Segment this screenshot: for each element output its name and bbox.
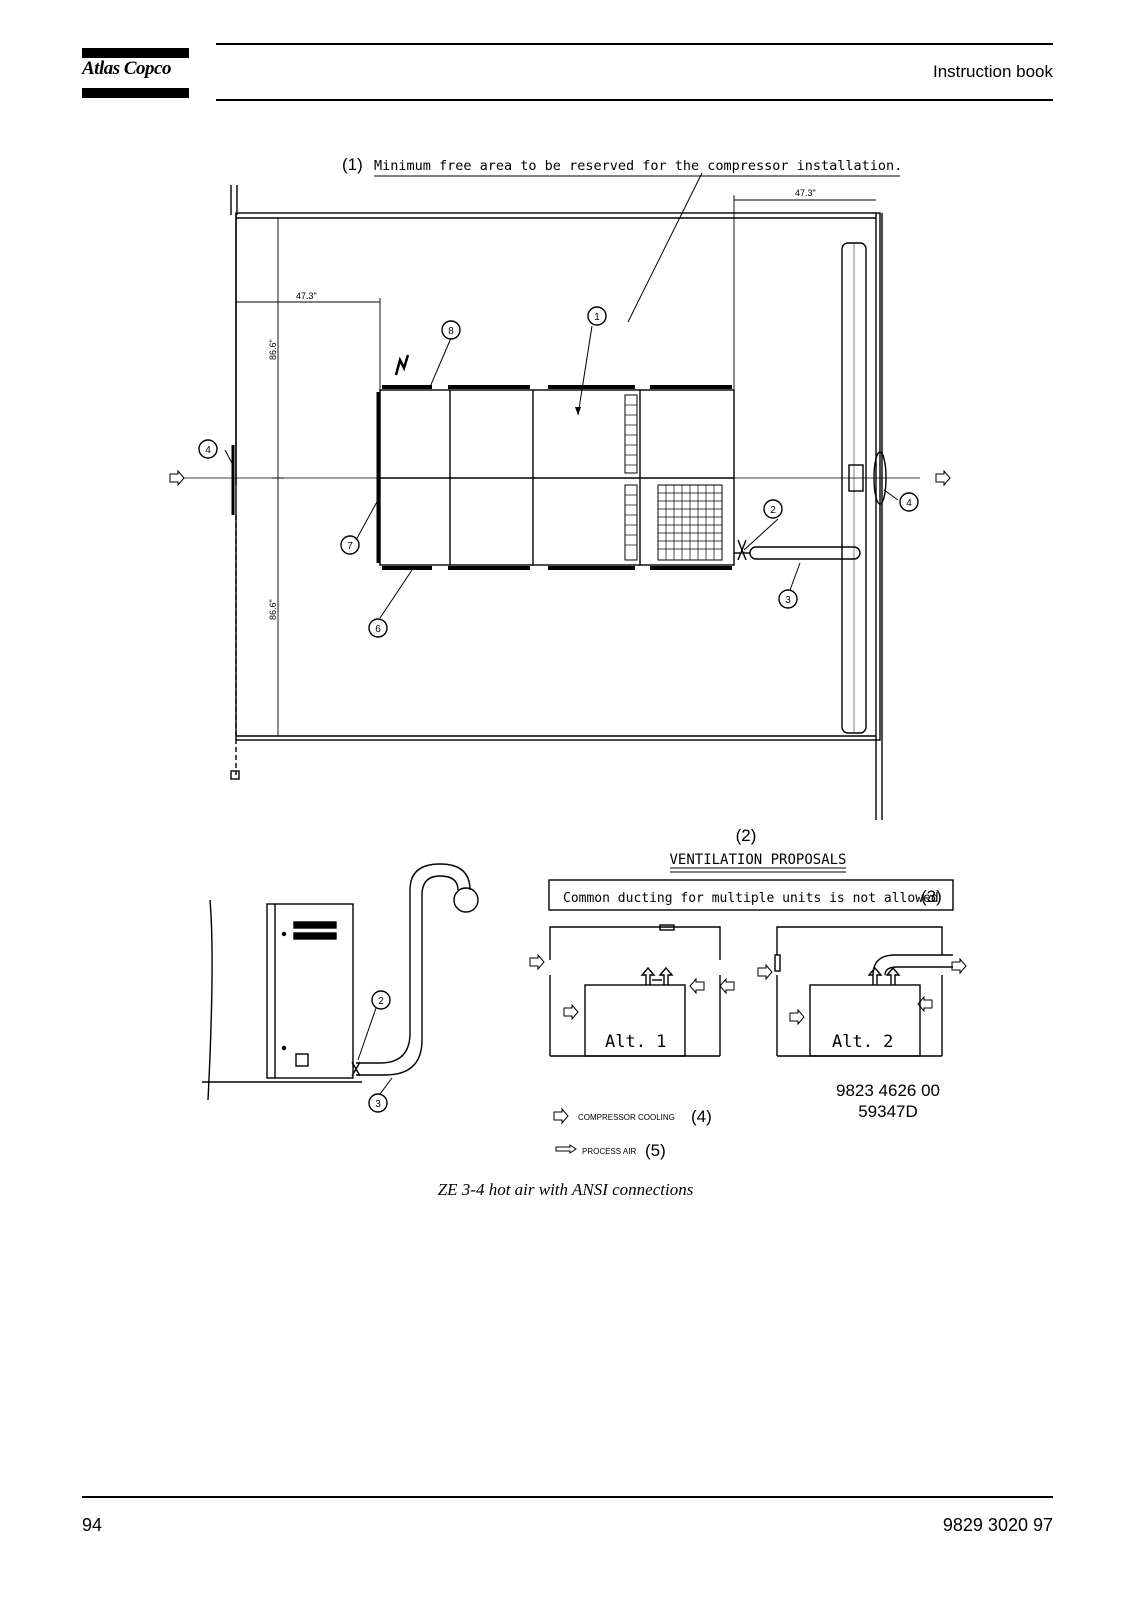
callout-3-side: 3 bbox=[375, 1099, 381, 1110]
dimension-vertical-lower: 86.6" bbox=[268, 599, 278, 620]
dimension-vertical-upper: 86.6" bbox=[268, 339, 278, 360]
callout-2: 2 bbox=[770, 505, 776, 516]
callout-3: 3 bbox=[785, 595, 791, 606]
common-ducting-text: Common ducting for multiple units is not… bbox=[563, 891, 939, 906]
dimension-top-right: 47.3" bbox=[795, 188, 816, 198]
callout-1-circle bbox=[587, 306, 607, 326]
drawing-number: 9823 4626 00 bbox=[836, 1081, 940, 1100]
annotation-1-text: Minimum free area to be reserved for the… bbox=[374, 158, 902, 174]
callout-7: 7 bbox=[347, 541, 353, 552]
callout-8: 8 bbox=[448, 326, 454, 337]
document-number: 9829 3020 97 bbox=[942, 1515, 1053, 1535]
callout-1: 1 bbox=[594, 312, 600, 323]
header-title: Instruction book bbox=[932, 62, 1053, 81]
header-rule-top bbox=[216, 43, 1053, 45]
callout-4-right: 4 bbox=[906, 498, 912, 509]
legend-cooling: COMPRESSOR COOLING bbox=[578, 1113, 675, 1122]
ventilation-title: VENTILATION PROPOSALS bbox=[669, 852, 846, 868]
legend-process: PROCESS AIR bbox=[582, 1147, 636, 1156]
footer-rule bbox=[82, 1496, 1053, 1498]
dimension-left: 47.3" bbox=[296, 291, 317, 301]
drawing-code: 59347D bbox=[858, 1102, 918, 1121]
callout-6: 6 bbox=[375, 624, 381, 635]
atlas-copco-logo: Atlas Copco bbox=[82, 58, 171, 79]
page-number: 94 bbox=[82, 1515, 103, 1535]
legend-cooling-ref: (4) bbox=[691, 1107, 712, 1126]
logo-bar-bottom bbox=[82, 88, 189, 98]
annotation-3: (3) bbox=[921, 887, 942, 906]
alt2-label: Alt. 2 bbox=[832, 1032, 893, 1052]
logo-bar-top bbox=[82, 48, 189, 58]
figure-caption: ZE 3-4 hot air with ANSI connections bbox=[437, 1180, 694, 1199]
alt1-label: Alt. 1 bbox=[605, 1032, 666, 1052]
callout-4-left: 4 bbox=[205, 445, 211, 456]
annotation-1: (1) bbox=[342, 155, 363, 174]
legend-process-ref: (5) bbox=[645, 1141, 666, 1160]
header-rule-bottom bbox=[216, 99, 1053, 101]
annotation-2: (2) bbox=[736, 826, 757, 845]
callout-2-side: 2 bbox=[378, 996, 384, 1007]
